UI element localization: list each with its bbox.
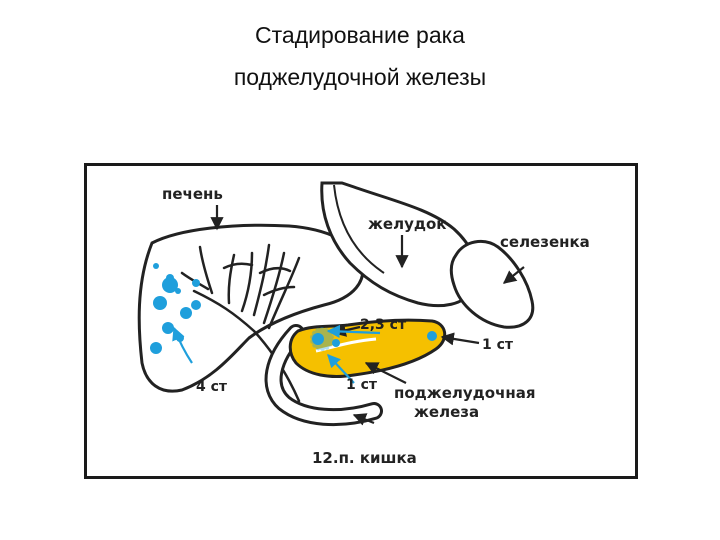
label-stage-1-head: 1 ст	[346, 377, 378, 393]
pancreatic-duct	[315, 337, 377, 353]
duodenum-lumen	[267, 327, 380, 424]
slide-title-line-2: поджелудочной железы	[233, 64, 487, 90]
label-pancreas-line-1: поджелудочная	[394, 384, 535, 402]
spleen-outline	[449, 239, 535, 329]
label-liver: печень	[162, 185, 223, 203]
slide-title-line-1: Стадирование рака	[255, 22, 465, 48]
label-duodenum: 12.п. кишка	[312, 449, 417, 467]
label-pancreas-line-2: железа	[414, 403, 479, 421]
label-spleen: селезенка	[500, 233, 590, 251]
pancreas-tail-tumor	[427, 331, 437, 341]
stomach-inner-fold	[333, 184, 385, 274]
label-stage-2-3: 2,3 ст	[360, 317, 407, 333]
bile-ducts	[180, 243, 301, 403]
stage-arrows	[172, 324, 381, 384]
label-stage-1-tail: 1 ст	[482, 337, 514, 353]
pancreas-staging-diagram: печень желудок селезенка 2,3 ст 1 ст 1 с…	[84, 163, 638, 479]
label-stomach: желудок	[368, 215, 446, 233]
liver-outline	[137, 223, 365, 393]
label-stage-4: 4 ст	[196, 379, 228, 395]
